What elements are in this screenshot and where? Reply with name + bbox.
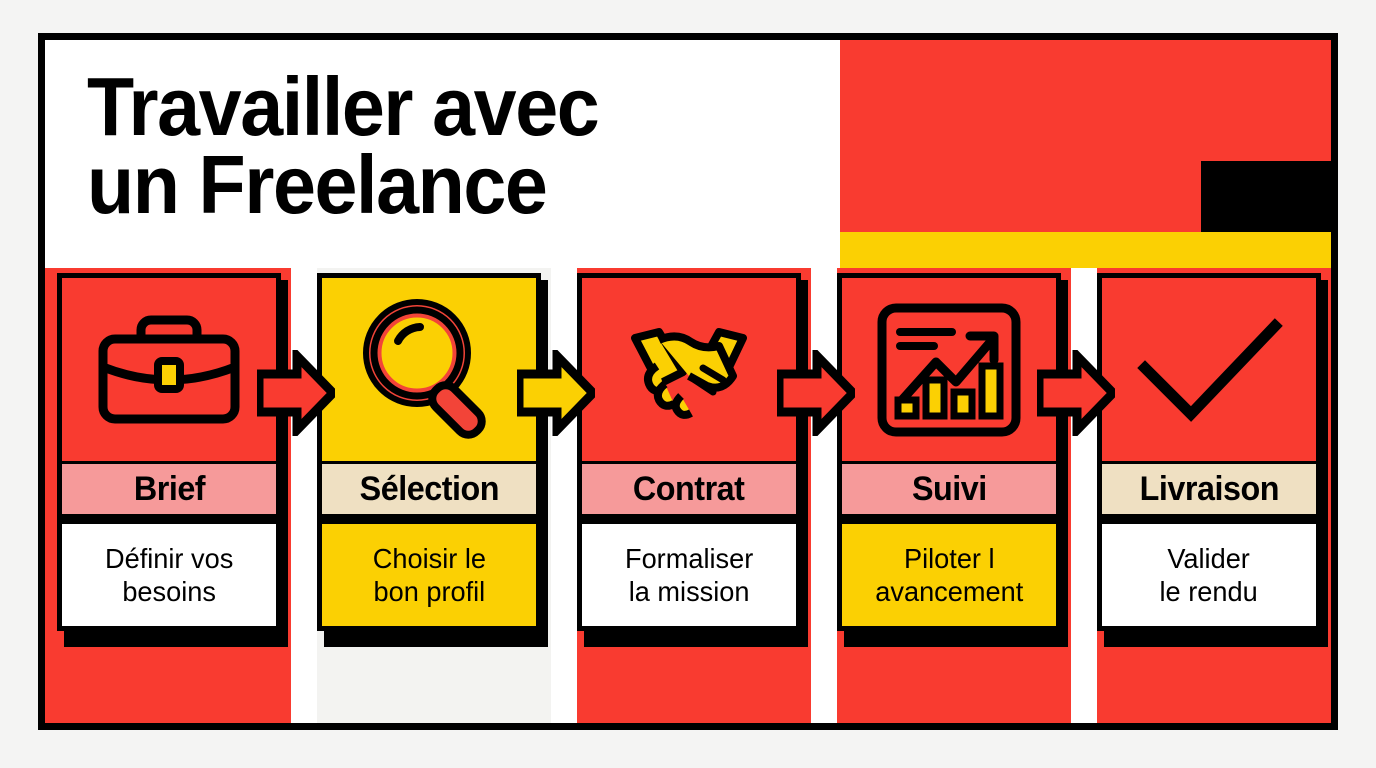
step-label: Brief [133, 469, 205, 508]
header-black-block [1201, 161, 1331, 232]
step-label: Contrat [633, 469, 745, 508]
growth-chart-icon [874, 300, 1024, 440]
arrow-1-icon [257, 350, 335, 436]
step-label-band: Sélection [317, 461, 541, 519]
icon-panel [1097, 273, 1321, 461]
handshake-icon [599, 310, 779, 430]
checkmark-icon [1129, 310, 1289, 430]
step-description-box: Valider le rendu [1097, 519, 1321, 631]
icon-panel [317, 273, 541, 461]
step-description-box: Formaliser la mission [577, 519, 801, 631]
step-description-box: Définir vos besoins [57, 519, 281, 631]
header-yellow-bar [840, 232, 1331, 268]
page-title: Travailler avec un Freelance [87, 60, 600, 232]
step-description: Choisir le bon profil [372, 542, 486, 607]
step-label: Suivi [911, 469, 987, 508]
briefcase-icon [89, 305, 249, 435]
arrow-3-icon [777, 350, 855, 436]
step-label: Sélection [359, 469, 499, 508]
step-label-band: Livraison [1097, 461, 1321, 519]
step-description: Définir vos besoins [104, 542, 234, 607]
step-label-band: Suivi [837, 461, 1061, 519]
step-description-box: Piloter l avancement [837, 519, 1061, 631]
left-edge-red-strip [45, 268, 57, 723]
step-description-box: Choisir le bon profil [317, 519, 541, 631]
icon-panel [577, 273, 801, 461]
header-white-panel [45, 40, 840, 270]
arrow-4-icon [1037, 350, 1115, 436]
magnifier-icon [354, 295, 504, 445]
step-description: Piloter l avancement [875, 542, 1023, 607]
icon-panel [57, 273, 281, 461]
step-label: Livraison [1139, 469, 1279, 508]
step-label-band: Brief [57, 461, 281, 519]
step-description: Formaliser la mission [624, 542, 754, 607]
arrow-2-icon [517, 350, 595, 436]
step-description: Valider le rendu [1159, 542, 1259, 607]
step-label-band: Contrat [577, 461, 801, 519]
icon-panel [837, 273, 1061, 461]
